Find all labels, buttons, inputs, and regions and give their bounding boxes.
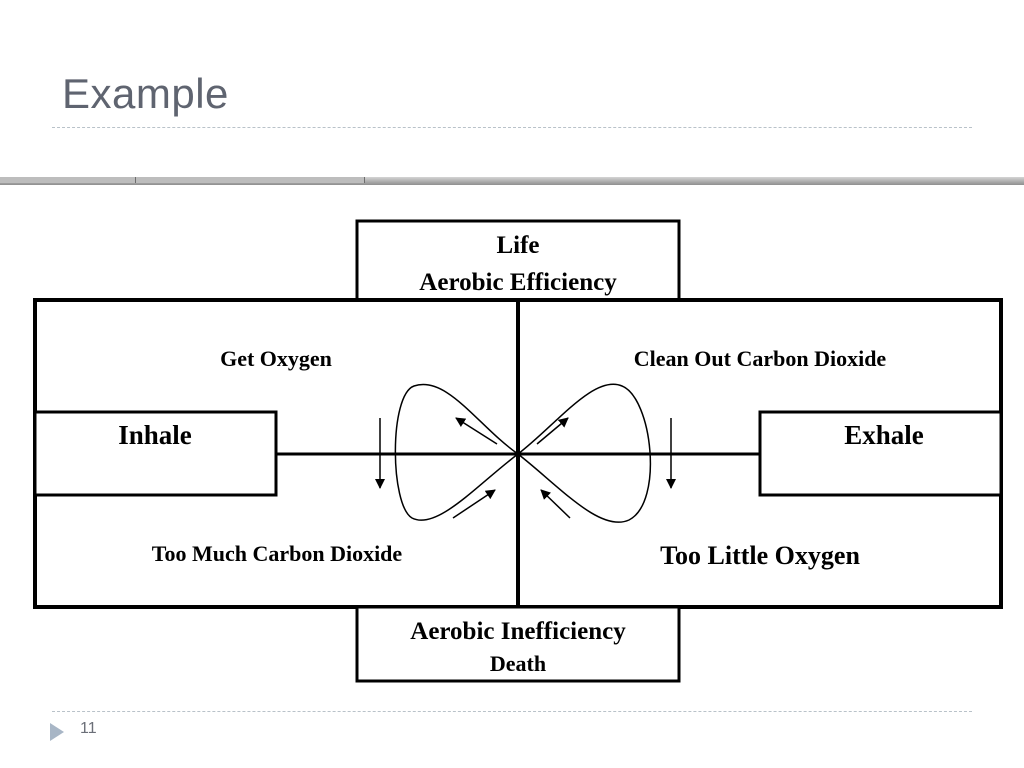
loop-arrow-upper-left: [455, 417, 498, 445]
inhale-label: Inhale: [118, 420, 192, 450]
loop-arrow-lower-right: [540, 489, 571, 519]
inhale-box: [33, 410, 278, 497]
top-box-line2: Aerobic Efficiency: [419, 269, 617, 296]
upper-right-label: Clean Out Carbon Dioxide: [634, 346, 887, 371]
bottom-box-line2: Death: [490, 651, 546, 676]
infinity-loop: [394, 383, 652, 523]
exhale-box: [758, 410, 1003, 497]
lower-left-label: Too Much Carbon Dioxide: [152, 541, 403, 566]
top-box: [355, 219, 681, 302]
top-box-line1: Life: [496, 232, 539, 259]
embedded-strip-tab: [136, 177, 365, 183]
bottom-box-line1: Aerobic Inefficiency: [410, 618, 626, 645]
slide-title: Example: [62, 70, 229, 117]
upper-left-label: Get Oxygen: [220, 346, 332, 371]
exhale-label: Exhale: [844, 420, 924, 450]
footer-divider: [52, 711, 972, 712]
page-number: 11: [80, 720, 97, 737]
loop-arrow-lower-left: [452, 489, 496, 519]
lower-right-label: Too Little Oxygen: [660, 541, 860, 570]
title-divider: [52, 127, 972, 128]
loop-arrow-upper-right: [536, 417, 569, 445]
embedded-strip-tab: [0, 177, 136, 183]
play-arrow-icon: [50, 723, 64, 741]
embedded-toolbar-strip: [0, 177, 1024, 185]
